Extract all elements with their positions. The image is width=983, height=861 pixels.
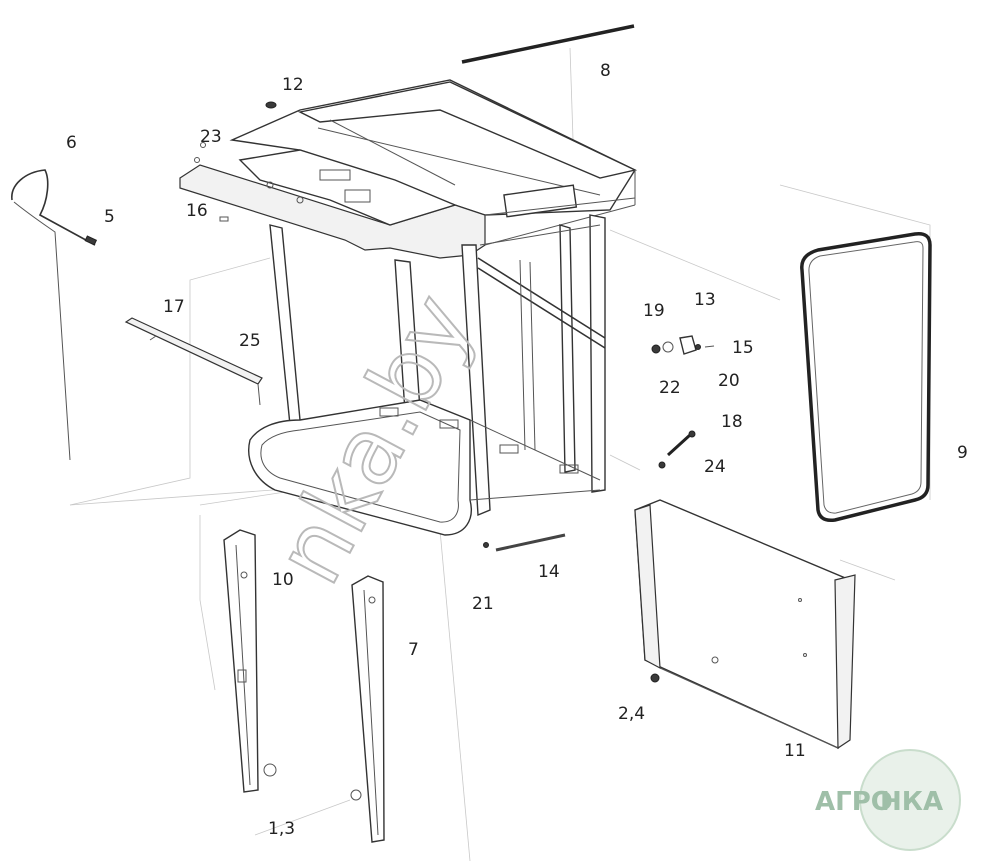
callout-15: 15 <box>732 338 754 358</box>
callout-22: 22 <box>659 378 681 398</box>
callout-11: 11 <box>784 741 806 761</box>
callout-23: 23 <box>200 127 222 147</box>
callout-16: 16 <box>186 201 208 221</box>
part-16-bolt <box>219 216 229 222</box>
callout-19: 19 <box>643 301 665 321</box>
callout-24: 24 <box>704 457 726 477</box>
hinge-hardware <box>651 335 715 355</box>
svg-text:НКА: НКА <box>880 787 943 817</box>
part-8-top-strip <box>461 24 635 64</box>
callout-17: 17 <box>163 297 185 317</box>
callout-25: 25 <box>239 331 261 351</box>
part-21-pin <box>483 542 489 548</box>
callouts: 6 5 23 12 16 8 17 25 19 13 15 22 20 18 2… <box>66 61 968 839</box>
callout-8: 8 <box>600 61 611 81</box>
part-14-strip <box>495 533 566 552</box>
callout-7: 7 <box>408 640 419 660</box>
callout-20: 20 <box>718 371 740 391</box>
part-18-strut <box>658 430 696 469</box>
callout-21: 21 <box>472 594 494 614</box>
callout-6: 6 <box>66 133 77 153</box>
part-6-rod <box>11 169 98 461</box>
svg-text:АГРО: АГРО <box>815 787 893 817</box>
callout-13: 13 <box>694 290 716 310</box>
callout-2-4: 2,4 <box>618 704 645 724</box>
callout-12: 12 <box>282 75 304 95</box>
callout-9: 9 <box>957 443 968 463</box>
part-7-trim <box>350 575 385 843</box>
part-17-bar <box>124 317 263 406</box>
brand-logo: АГРО НКА <box>815 749 961 851</box>
callout-14: 14 <box>538 562 560 582</box>
callout-5: 5 <box>104 207 115 227</box>
callout-1-3: 1,3 <box>268 819 295 839</box>
part-10-trim <box>223 529 277 793</box>
part-11-panel <box>634 499 856 750</box>
cab-frame <box>179 79 638 536</box>
part-9-window-seal <box>800 231 932 523</box>
callout-10: 10 <box>272 570 294 590</box>
callout-18: 18 <box>721 412 743 432</box>
part-12-plug <box>265 101 277 109</box>
part-23-clips <box>194 142 206 163</box>
